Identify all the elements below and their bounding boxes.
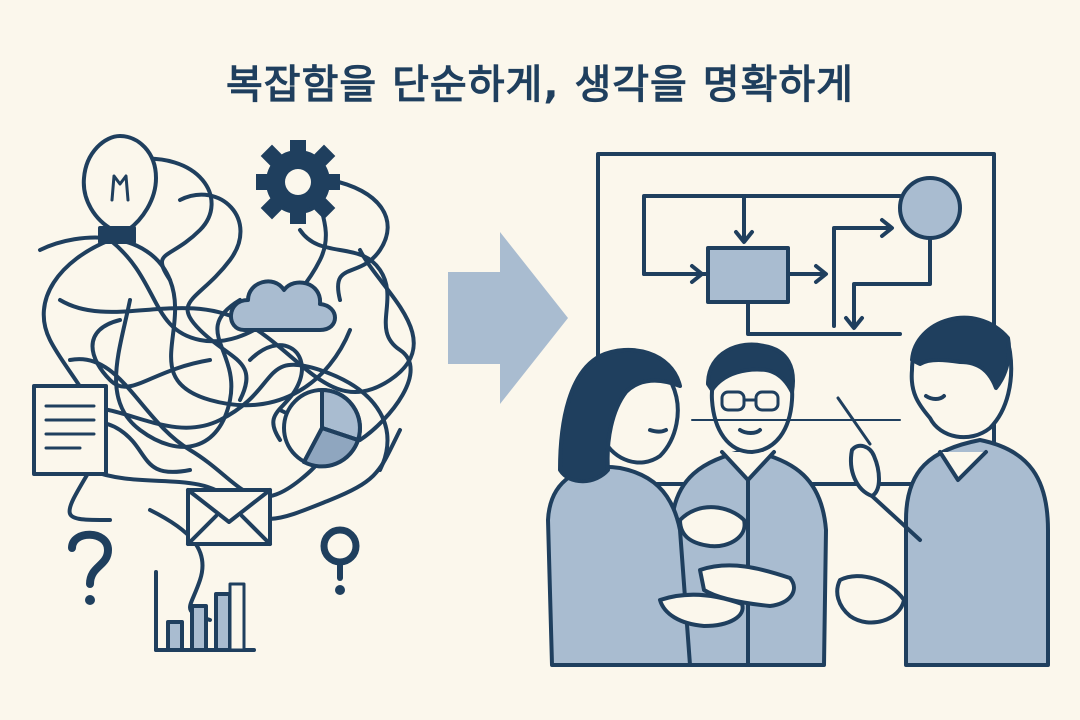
man-with-glasses-figure [670, 342, 828, 667]
pie-chart-icon [282, 388, 362, 469]
gear-icon [256, 140, 340, 224]
page-title: 복잡함을 단순하게, 생각을 명확하게 [226, 62, 854, 108]
location-pin-icon [320, 526, 360, 595]
bar-chart-icon [154, 570, 256, 652]
woman-figure [546, 347, 747, 667]
question-mark-icon [68, 530, 112, 605]
man-with-pointer-figure [835, 315, 1050, 667]
arrow-right-icon [448, 232, 568, 404]
cloud-icon [229, 279, 337, 332]
envelope-icon [186, 488, 272, 546]
lightbulb-icon [81, 134, 158, 244]
document-icon [32, 384, 108, 476]
